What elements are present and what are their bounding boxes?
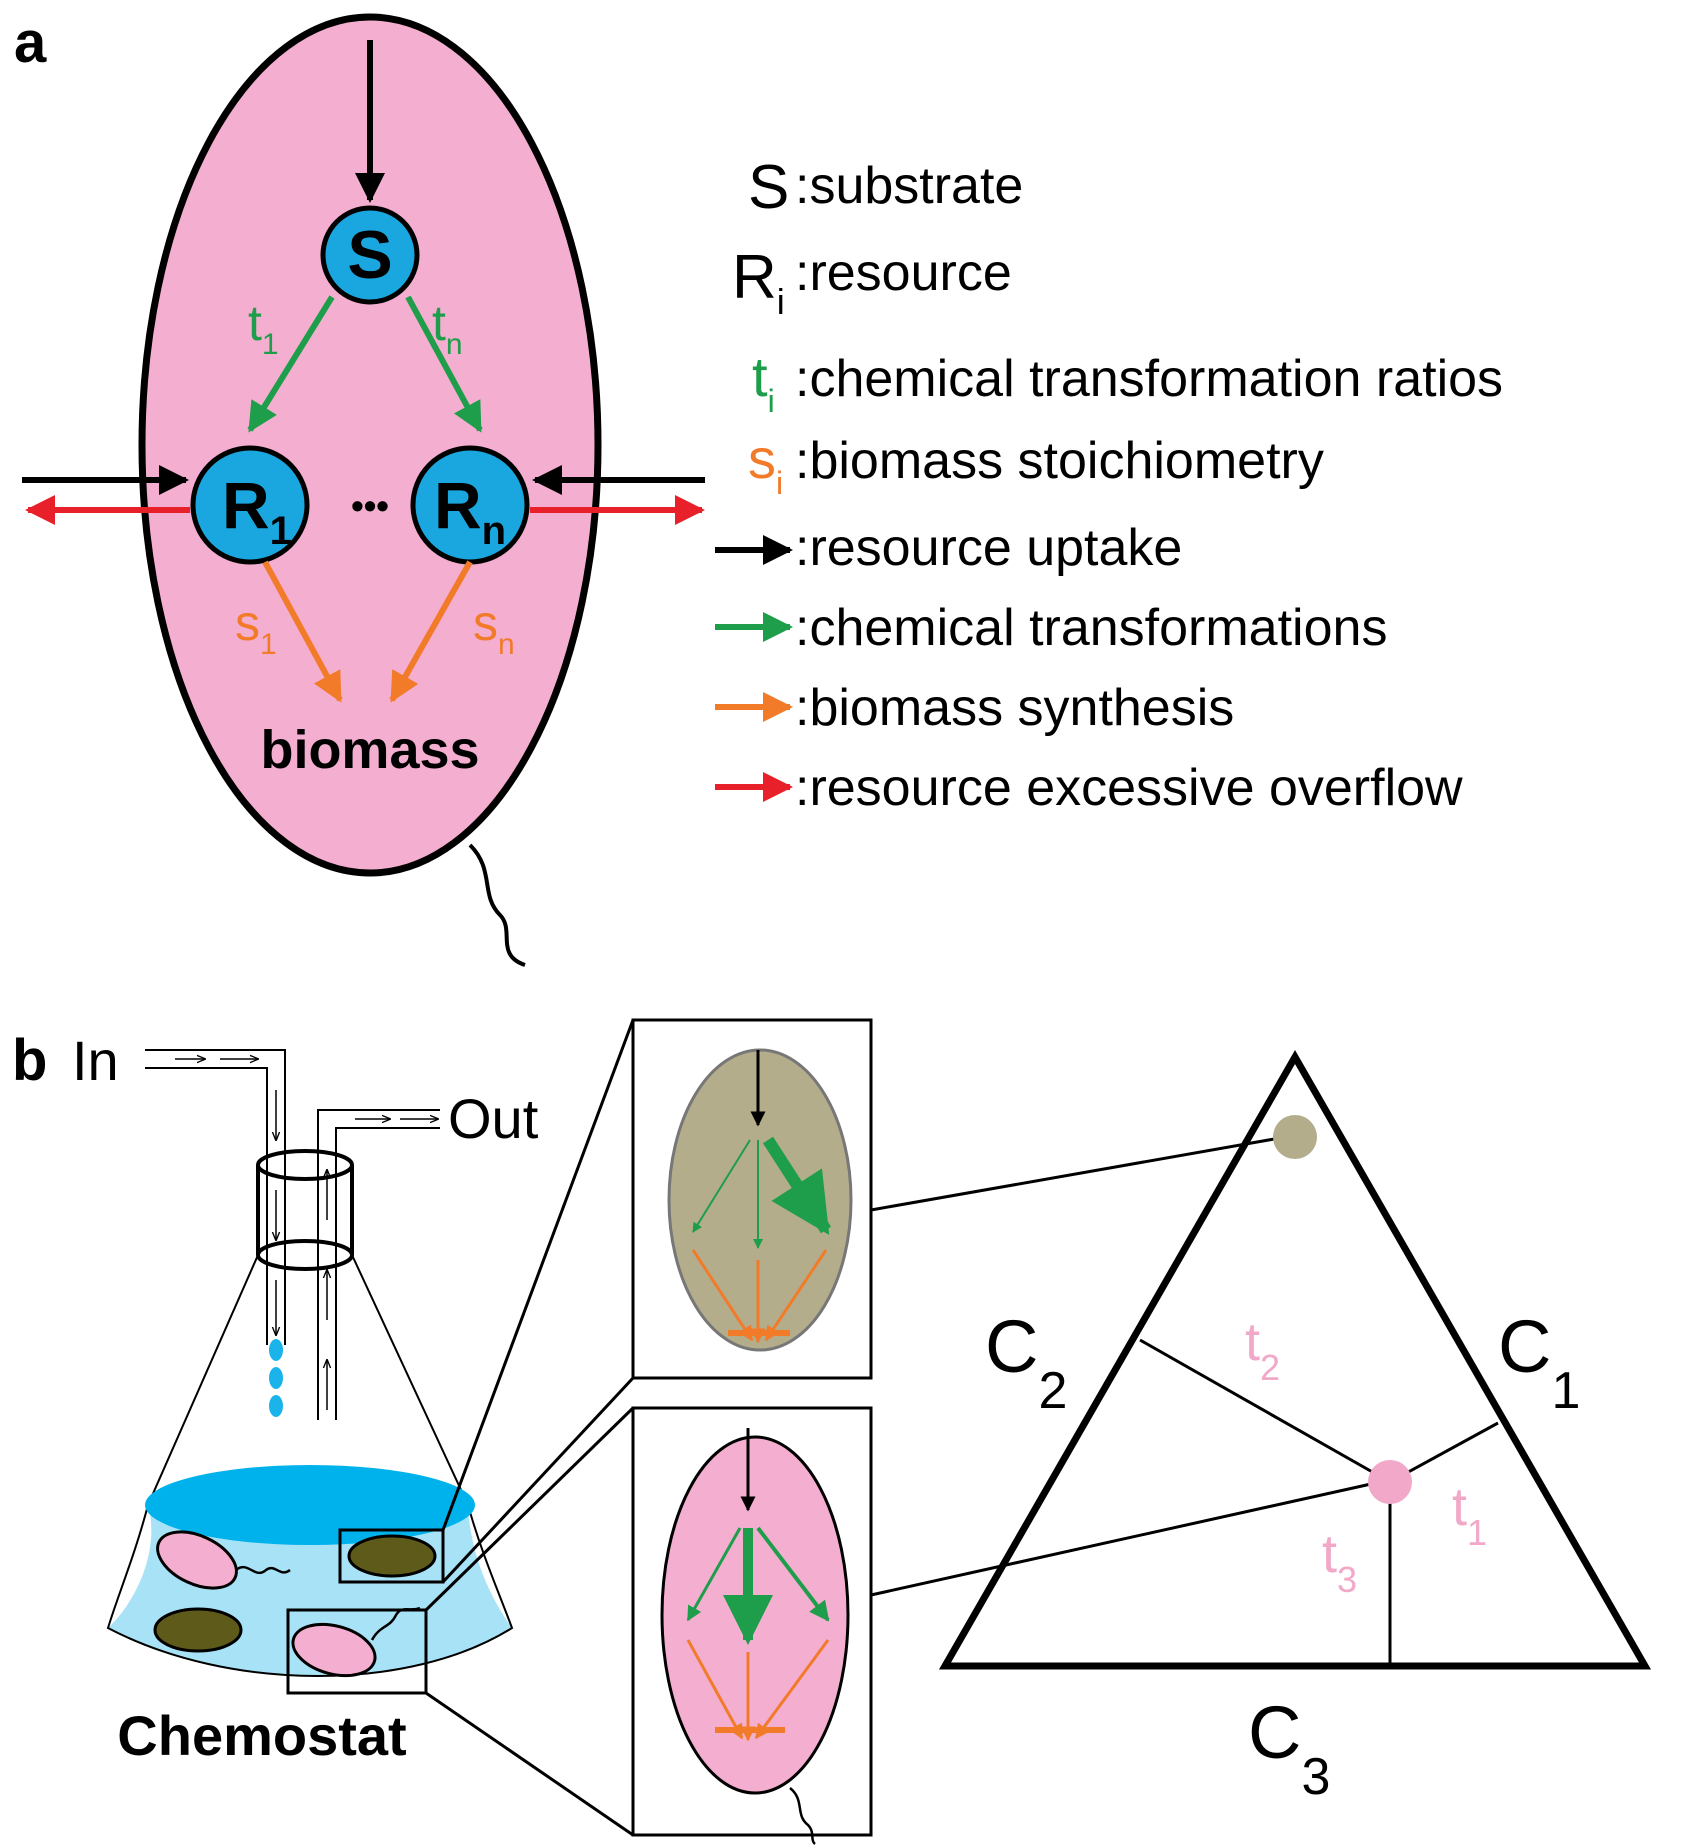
legend-item-synthesis: :biomass synthesis — [715, 679, 1234, 737]
sn-label: sn — [473, 595, 515, 661]
olive-cell — [667, 1048, 853, 1352]
synthesis-arrow-n — [389, 560, 473, 703]
chemostat-flask — [106, 1049, 514, 1695]
drop-1 — [269, 1339, 283, 1361]
substrate-node-label: S — [347, 217, 392, 293]
ellipsis-dots: ••• — [351, 485, 389, 526]
flask-cell-flagellum-1 — [235, 1565, 291, 1575]
legend-symbol-r: Ri — [732, 243, 785, 322]
simplex-link-olive — [870, 1136, 1281, 1212]
synthesis-arrow-1 — [262, 560, 343, 703]
legend-item-substrate: S :substrate — [748, 153, 1023, 222]
flagellum — [468, 843, 526, 967]
legend-item-ratios: ti :chemical transformation ratios — [752, 345, 1503, 419]
pink-transform-right — [756, 1526, 830, 1622]
flask-selection-box-2 — [286, 1608, 428, 1695]
flask-cap-bottom — [256, 1239, 354, 1271]
legend-symbol-t: ti — [752, 345, 775, 419]
legend-symbol-s-orange: si — [748, 427, 783, 501]
legend-text-synthesis: :biomass synthesis — [795, 679, 1234, 737]
panel-a-label: a — [14, 10, 47, 75]
zoom-box-pink — [631, 1406, 873, 1845]
outlet-tube — [317, 1109, 440, 1420]
resource-node-n-label: Rn — [434, 468, 506, 553]
panel-b: b In Out — [12, 1018, 1652, 1845]
olive-transform-right — [762, 1136, 832, 1236]
zoom-line-bottom-2 — [425, 1691, 634, 1837]
simplex-point-olive — [1273, 1115, 1317, 1159]
t1-simplex-label: t1 — [1452, 1477, 1487, 1553]
s1-label: s1 — [235, 595, 277, 661]
cell-body — [138, 13, 602, 877]
panel-b-label: b — [12, 1028, 47, 1093]
tn-label: tn — [432, 295, 463, 361]
legend-item-transformations: :chemical transformations — [715, 599, 1387, 657]
simplex-line-c2 — [1139, 1338, 1391, 1484]
olive-synthesis-right — [764, 1249, 828, 1342]
pink-synthesis-right — [754, 1639, 830, 1740]
flask-cell-dark-1 — [153, 1607, 243, 1653]
legend-text-stoichiometry: :biomass stoichiometry — [795, 432, 1324, 490]
flask-cell-pink-1 — [156, 1530, 238, 1590]
panel-a: a S t1 tn R1 Rn ••• s1 sn biomass — [14, 10, 705, 967]
legend-text-overflow: :resource excessive overflow — [795, 759, 1463, 817]
c3-label: C3 — [1248, 1691, 1330, 1806]
legend-text-transformations: :chemical transformations — [795, 599, 1387, 657]
liquid-surface — [145, 1465, 475, 1545]
zoom-box-olive — [631, 1018, 873, 1380]
simplex: C1 C2 C3 t1 t2 t3 — [938, 1049, 1652, 1806]
transform-arrow-1 — [247, 295, 335, 433]
inlet-tube — [145, 1049, 286, 1345]
zoom-line-top-1 — [441, 1019, 635, 1531]
legend-text-resource: :resource — [795, 244, 1012, 302]
flask-cell-flagellum-2 — [370, 1606, 421, 1641]
flask-cap-top — [256, 1149, 354, 1181]
simplex-point-pink — [1368, 1460, 1412, 1504]
substrate-node — [320, 205, 420, 305]
biomass-label: biomass — [260, 720, 479, 780]
legend-item-stoichiometry: si :biomass stoichiometry — [748, 427, 1324, 501]
t3-simplex-label: t3 — [1322, 1524, 1357, 1600]
legend-symbol-s: S — [748, 153, 789, 222]
zoom-line-bottom-1 — [424, 1406, 635, 1612]
drop-3 — [269, 1395, 283, 1417]
legend-text-uptake: :resource uptake — [795, 519, 1182, 577]
flask-cell-pink-2 — [291, 1622, 377, 1678]
zoom-line-top-2 — [441, 1376, 635, 1584]
pink-synthesis-left — [686, 1639, 744, 1740]
olive-synthesis-left — [691, 1249, 754, 1342]
t2-simplex-label: t2 — [1245, 1312, 1280, 1388]
legend: S :substrate Ri :resource ti :chemical t… — [715, 153, 1503, 817]
out-label: Out — [448, 1087, 539, 1150]
c1-label: C1 — [1498, 1305, 1580, 1420]
drop-2 — [269, 1367, 283, 1389]
flask-selection-box-1 — [338, 1528, 445, 1584]
simplex-link-pink — [870, 1480, 1381, 1597]
simplex-triangle — [938, 1049, 1652, 1670]
flask-outline — [106, 1254, 514, 1677]
in-label: In — [72, 1029, 119, 1092]
resource-node-1-label: R1 — [222, 468, 292, 553]
pink-transform-left — [686, 1527, 742, 1622]
flask-cap — [256, 1165, 354, 1255]
pink-cell-flagellum — [789, 1787, 816, 1845]
legend-item-uptake: :resource uptake — [715, 519, 1182, 577]
legend-text-ratios: :chemical transformation ratios — [795, 350, 1503, 408]
transform-arrow-n — [405, 295, 483, 433]
olive-transform-left — [692, 1139, 751, 1233]
c2-label: C2 — [985, 1305, 1067, 1420]
legend-item-overflow: :resource excessive overflow — [715, 759, 1463, 817]
legend-text-substrate: :substrate — [795, 157, 1023, 215]
resource-node-1 — [190, 445, 310, 565]
legend-item-resource: Ri :resource — [732, 243, 1012, 322]
flask-cell-dark-2 — [347, 1534, 437, 1578]
t1-label: t1 — [248, 295, 279, 361]
chemostat-label: Chemostat — [117, 1704, 406, 1767]
